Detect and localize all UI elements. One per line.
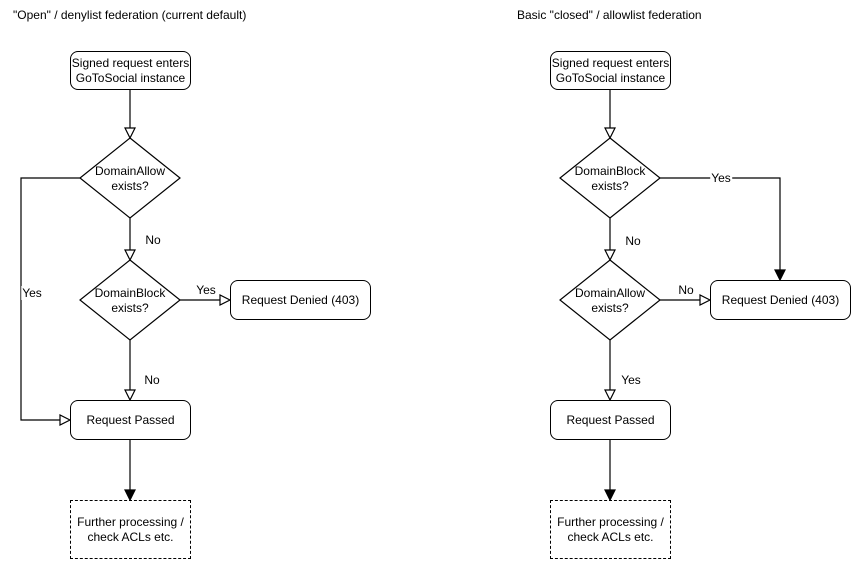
edge-label-no: No <box>677 283 695 297</box>
node-request-denied: Request Denied (403) <box>230 280 371 320</box>
edge-label-yes: Yes <box>710 171 732 185</box>
node-request-denied-label: Request Denied (403) <box>721 292 840 307</box>
node-start-line1: Signed request enters <box>551 55 670 70</box>
arrowhead-filled-icon <box>604 489 616 502</box>
decision-domainallow-shape <box>559 259 661 341</box>
node-further-line2: check ACLs etc. <box>567 529 654 544</box>
arrowhead-filled-icon <box>124 489 136 502</box>
decision-domainallow-shape <box>79 137 181 219</box>
edge-label-no: No <box>144 233 162 247</box>
node-further-processing: Further processing / check ACLs etc. <box>70 500 191 559</box>
node-further-line1: Further processing / <box>77 514 184 529</box>
node-further-processing: Further processing / check ACLs etc. <box>550 500 671 559</box>
arrowhead-open-icon <box>604 389 616 402</box>
node-request-passed-label: Request Passed <box>86 412 175 427</box>
node-start-line1: Signed request enters <box>71 55 190 70</box>
arrowhead-open-icon <box>124 389 136 402</box>
node-request-passed: Request Passed <box>550 400 671 440</box>
arrowhead-open-icon <box>124 127 136 140</box>
node-request-denied-label: Request Denied (403) <box>241 292 360 307</box>
arrowhead-open-icon <box>59 414 72 426</box>
node-request-passed-label: Request Passed <box>566 412 655 427</box>
node-further-line1: Further processing / <box>557 514 664 529</box>
edge-label-yes: Yes <box>620 373 642 387</box>
node-further-line2: check ACLs etc. <box>87 529 174 544</box>
edge-decision1-yes <box>20 177 80 421</box>
arrowhead-open-icon <box>124 249 136 262</box>
diagram-title-closed-federation: Basic "closed" / allowlist federation <box>517 8 702 22</box>
arrowhead-open-icon <box>604 249 616 262</box>
diagram-title-open-federation: "Open" / denylist federation (current de… <box>13 8 247 22</box>
flowchart-open-federation <box>20 90 232 502</box>
edge-label-no: No <box>624 234 642 248</box>
node-start-line2: GoToSocial instance <box>555 70 666 85</box>
decision-domainblock-shape <box>559 137 661 219</box>
node-start: Signed request enters GoToSocial instanc… <box>550 51 671 90</box>
arrowhead-filled-icon <box>774 269 786 282</box>
arrowhead-open-icon <box>699 294 712 306</box>
flowchart-closed-federation <box>559 90 786 502</box>
edge-label-yes: Yes <box>21 286 43 300</box>
arrowhead-open-icon <box>604 127 616 140</box>
edge-label-yes: Yes <box>195 283 217 297</box>
node-request-passed: Request Passed <box>70 400 191 440</box>
node-request-denied: Request Denied (403) <box>710 280 851 320</box>
edge-label-no: No <box>143 373 161 387</box>
arrowhead-open-icon <box>219 294 232 306</box>
decision-domainblock-shape <box>79 259 181 341</box>
node-start: Signed request enters GoToSocial instanc… <box>70 51 191 90</box>
node-start-line2: GoToSocial instance <box>75 70 186 85</box>
edge-decision1-yes <box>660 177 781 270</box>
